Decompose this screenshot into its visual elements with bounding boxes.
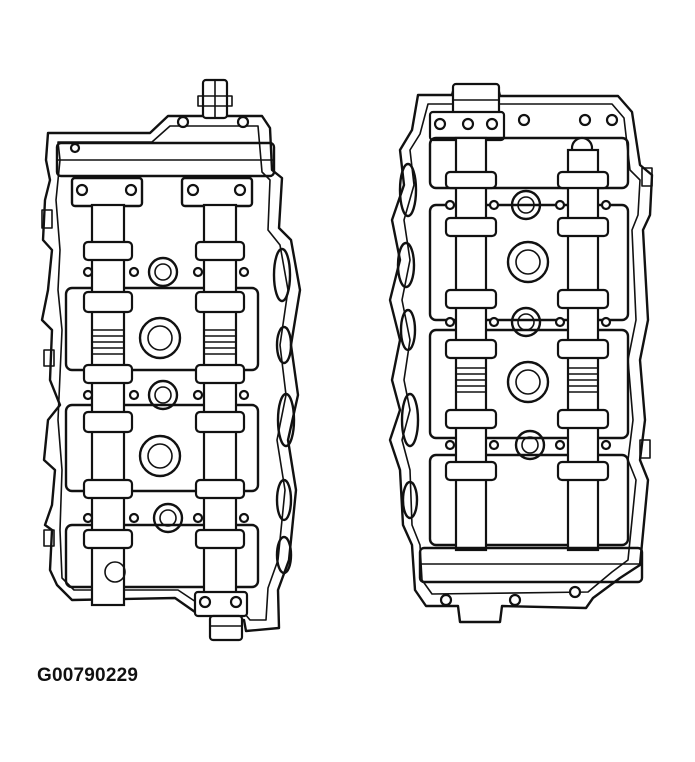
left-top-drive-shaft xyxy=(197,78,233,120)
figure-id-label: G00790229 xyxy=(37,665,139,686)
right-head-outline xyxy=(388,86,654,624)
left-bottom-drive-end xyxy=(193,590,249,642)
left-head-camshaft-b xyxy=(194,203,246,617)
left-camshaft-bearing-caps xyxy=(64,176,260,589)
right-cam-cap-bolts xyxy=(444,199,612,451)
left-head-camshaft-a xyxy=(82,203,134,607)
right-spark-plug-holes xyxy=(506,189,550,461)
right-head-inner-outline xyxy=(401,103,641,595)
right-top-bolts xyxy=(517,113,619,127)
right-bottom-cover-bar xyxy=(418,546,644,584)
left-top-bolts xyxy=(69,115,250,154)
right-bottom-bolts xyxy=(439,585,582,607)
right-head-camshaft-a xyxy=(444,136,498,552)
left-side-ports xyxy=(41,209,296,575)
right-head-camshaft-b xyxy=(556,136,610,552)
left-head-outline xyxy=(40,114,302,633)
left-cylinder-head xyxy=(40,78,302,642)
left-cam-cap-bolts xyxy=(82,266,250,524)
left-head-inner-outline xyxy=(55,125,289,621)
right-top-drive-end xyxy=(428,82,506,142)
right-side-ports xyxy=(396,162,653,520)
left-spark-plug-holes xyxy=(138,256,184,534)
right-cylinder-head xyxy=(388,82,654,624)
